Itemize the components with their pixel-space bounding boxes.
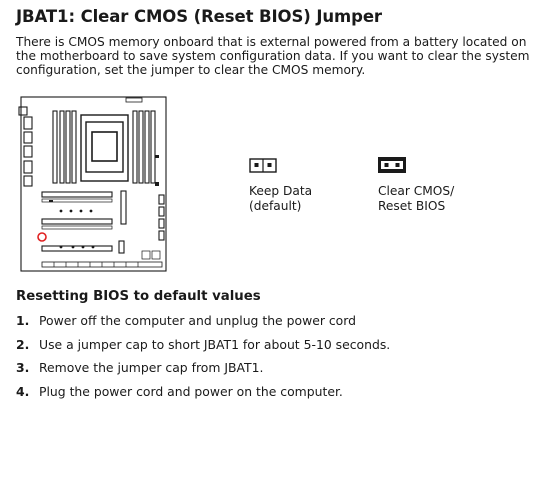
section-title: Resetting BIOS to default values — [16, 289, 261, 304]
page-title: JBAT1: Clear CMOS (Reset BIOS) Jumper — [16, 7, 382, 26]
motherboard-diagram — [18, 96, 167, 272]
jumper-closed-icon — [378, 157, 406, 173]
jumper-open-icon — [249, 158, 277, 173]
intro-paragraph: There is CMOS memory onboard that is ext… — [16, 35, 530, 77]
keep-data-label: Keep Data (default) — [249, 184, 313, 213]
clear-cmos-label: Clear CMOS/ Reset BIOS — [378, 184, 455, 213]
jbat1-location-marker — [37, 232, 47, 242]
